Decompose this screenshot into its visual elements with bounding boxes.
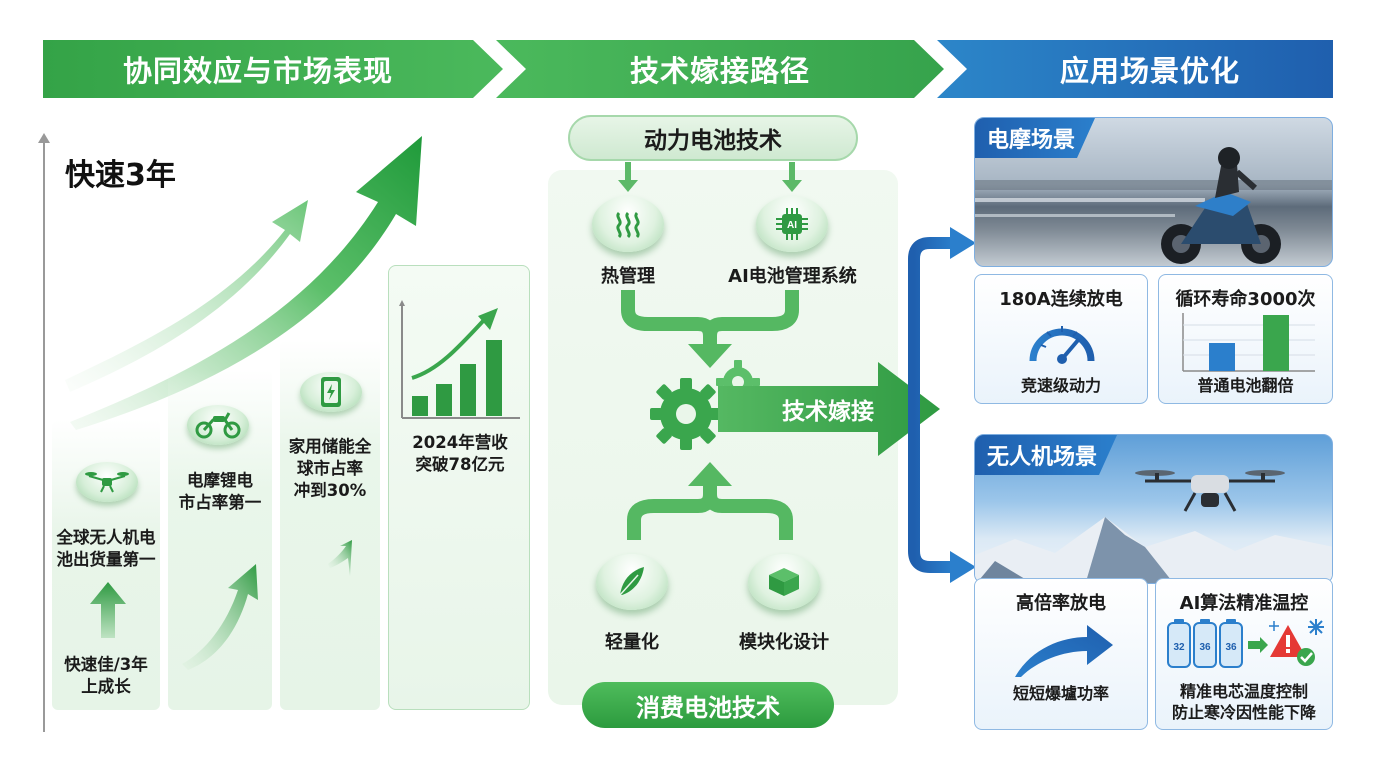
- left-item-2-line1: 电摩锂电: [187, 471, 253, 490]
- card-ai-temp-control-sub-line1: 精准电芯温度控制: [1179, 682, 1308, 701]
- tech-path-panel: [548, 170, 898, 705]
- bar-new-battery: [1263, 315, 1289, 371]
- up-arrow-icon: [90, 582, 126, 638]
- card-cycle-life-sub: 普通电池翻倍: [1197, 376, 1294, 395]
- battery-temp-icon: 32 36 36: [1167, 619, 1324, 668]
- growth-chart-icon: [399, 300, 520, 419]
- left-item-1-line1: 全球无人机电: [56, 528, 156, 547]
- cell-temp-3: 36: [1225, 642, 1237, 653]
- battery-storage-icon: [300, 372, 362, 412]
- left-item-3-line3: 冲到30%: [293, 481, 367, 500]
- node-ai-bms-label: AI电池管理系统: [728, 266, 857, 287]
- header-section-synergy: 协同效应与市场表现: [43, 40, 503, 98]
- speedometer-icon: [1029, 326, 1095, 364]
- card-high-rate-discharge-sub: 短短爆壚功率: [1012, 684, 1109, 703]
- growth-arrows-graphic: [65, 136, 422, 430]
- tech-fusion-label: 技术嫁接: [782, 399, 874, 425]
- bar-normal-battery: [1209, 343, 1235, 371]
- gears-icon: [650, 360, 760, 450]
- drone-icon: [76, 462, 138, 502]
- power-battery-source: 动力电池技术: [568, 115, 858, 161]
- chart-bar-3: [460, 364, 476, 416]
- curve-arrow-icon: [1015, 625, 1113, 677]
- card-ai-temp-control-sub-line2: 防止寒冷因性能下降: [1171, 703, 1316, 722]
- header-section-scenarios: 应用场景优化: [937, 40, 1333, 98]
- small-arrow-icon: [328, 540, 352, 576]
- curved-up-arrow-icon: [182, 564, 258, 670]
- growth-label-line2: 上成长: [81, 677, 131, 696]
- y-axis-line: [43, 138, 45, 732]
- card-ai-temp-control-title: AI算法精准温控: [1179, 593, 1309, 614]
- card-ai-temp-control-sub: 精准电芯温度控制 防止寒冷因性能下降: [1156, 681, 1332, 723]
- left-item-1-label: 全球无人机电 池出货量第一: [52, 527, 160, 571]
- motorcycle-icon: [187, 405, 249, 445]
- header-section-synergy-label: 协同效应与市场表现: [122, 54, 393, 88]
- header-section-tech-path-label: 技术嫁接路径: [629, 54, 810, 88]
- growth-label-line1: 快速佳/3年: [64, 655, 148, 674]
- header-section-tech-path: 技术嫁接路径: [496, 40, 944, 98]
- drone-scene-tag: 无人机场景: [975, 435, 1117, 475]
- y-axis-arrowhead: [38, 133, 50, 143]
- left-item-4-label: 2024年营收 突破78亿元: [392, 432, 528, 476]
- card-ai-temp-control: AI算法精准温控 32 36 36 精准电芯温度控制 防止寒冷因性能下降: [1155, 578, 1333, 730]
- left-heading: 快速3年: [65, 158, 176, 193]
- left-item-2-line2: 市占率第一: [178, 493, 262, 512]
- card-high-rate-discharge: 高倍率放电 短短爆壚功率: [974, 578, 1148, 730]
- cell-temp-2: 36: [1199, 642, 1211, 653]
- left-item-3-line1: 家用储能全: [288, 437, 372, 456]
- ai-chip-icon: AI: [756, 196, 828, 252]
- node-modular-label: 模块化设计: [739, 632, 829, 653]
- left-item-4-line1: 2024年营收: [412, 433, 508, 452]
- drone-mountains-icon: [975, 470, 1332, 583]
- chart-bar-4: [486, 340, 502, 416]
- branch-arrows: [908, 227, 976, 583]
- chart-bar-1: [412, 396, 428, 416]
- consumer-battery-source: 消费电池技术: [582, 682, 834, 728]
- chart-bar-2: [436, 384, 452, 416]
- growth-arrow-back: [65, 200, 308, 392]
- card-cycle-life-title: 循环寿命3000次: [1175, 289, 1316, 310]
- bar-compare-icon: [1182, 313, 1315, 372]
- motorcycle-scene-image: 电摩场景: [974, 117, 1333, 267]
- converge-arrows: [621, 290, 799, 368]
- cell-temp-1: 32: [1173, 642, 1185, 653]
- heat-icon: [592, 196, 664, 252]
- card-discharge-180a-sub: 竞速级动力: [1020, 376, 1101, 395]
- left-item-3-line2: 球市占率: [297, 459, 363, 478]
- left-item-2-label: 电摩锂电 市占率第一: [168, 470, 272, 514]
- module-box-icon: [748, 554, 820, 610]
- card-cycle-life: 循环寿命3000次 普通电池翻倍: [1158, 274, 1333, 404]
- left-column-4-revenue: [388, 265, 530, 710]
- left-item-1-line2: 池出货量第一: [56, 550, 156, 569]
- header-section-scenarios-label: 应用场景优化: [1059, 54, 1240, 88]
- card-discharge-180a-title: 180A连续放电: [999, 289, 1123, 310]
- left-item-3-label: 家用储能全 球市占率 冲到30%: [280, 436, 380, 502]
- motorcycle-rider-icon: [975, 147, 1332, 264]
- motorcycle-scene-tag: 电摩场景: [975, 118, 1095, 158]
- ai-chip-text: AI: [787, 220, 797, 231]
- left-item-4-line2: 突破78亿元: [415, 455, 505, 474]
- node-heat-label: 热管理: [601, 266, 655, 287]
- drone-scene-image: 无人机场景: [974, 434, 1333, 584]
- top-connectors: [618, 162, 802, 192]
- feather-icon: [596, 554, 668, 610]
- card-high-rate-discharge-title: 高倍率放电: [1016, 593, 1106, 614]
- diverge-arrows: [627, 462, 793, 540]
- growth-label: 快速佳/3年 上成长: [52, 654, 160, 698]
- node-lightweight-label: 轻量化: [605, 632, 659, 653]
- card-discharge-180a: 180A连续放电 竞速级动力: [974, 274, 1148, 404]
